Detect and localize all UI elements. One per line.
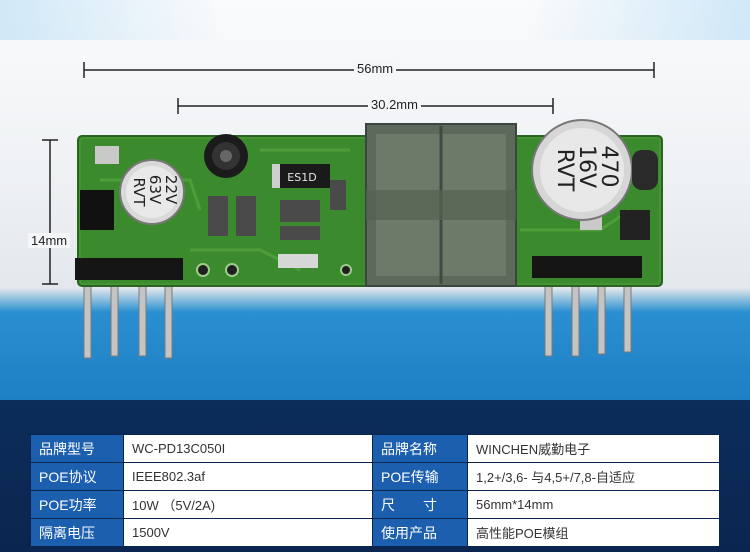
spec-value: WC-PD13C050I <box>123 434 373 463</box>
transformer-dimension-label: 30.2mm <box>368 97 421 112</box>
poe-module-illustration: 22V 63V RVT ES1D <box>42 62 663 359</box>
spec-value: IEEE802.3af <box>123 462 373 491</box>
table-row: 品牌型号 WC-PD13C050I 品牌名称 WINCHEN威勤电子 <box>30 434 720 463</box>
capacitor-right: 470 16V RVT <box>531 119 633 221</box>
spec-value: 10W （5V/2A) <box>123 490 373 519</box>
spec-table: 品牌型号 WC-PD13C050I 品牌名称 WINCHEN威勤电子 POE协议… <box>30 434 720 547</box>
capacitor-left: 22V 63V RVT <box>119 159 185 225</box>
spec-key: 尺 寸 <box>372 490 468 519</box>
spec-value: 1500V <box>123 518 373 547</box>
spec-value: WINCHEN威勤电子 <box>467 434 720 463</box>
cap-left-line2: 63V <box>146 175 164 205</box>
product-photo: 22V 63V RVT ES1D <box>0 0 750 400</box>
spec-section: 品牌型号 WC-PD13C050I 品牌名称 WINCHEN威勤电子 POE协议… <box>0 400 750 552</box>
table-row: 隔离电压 1500V 使用产品 高性能POE模组 <box>30 518 720 547</box>
spec-key: 隔离电压 <box>30 518 124 547</box>
inductor <box>204 134 248 178</box>
right-header-block <box>532 256 642 278</box>
diode: ES1D <box>272 164 330 188</box>
height-dimension-label: 14mm <box>28 233 71 248</box>
diode-marking: ES1D <box>287 171 316 184</box>
spec-key: POE功率 <box>30 490 124 519</box>
vias <box>196 263 352 277</box>
transformer <box>365 123 517 287</box>
spec-key: 品牌型号 <box>30 434 124 463</box>
cap-right-line1: 470 <box>596 146 621 188</box>
ic-chip <box>80 190 114 230</box>
spec-value: 56mm*14mm <box>467 490 720 519</box>
table-row: POE功率 10W （5V/2A) 尺 寸 56mm*14mm <box>30 490 720 519</box>
spec-key: 品牌名称 <box>372 434 468 463</box>
table-row: POE协议 IEEE802.3af POE传输 1,2+/3,6- 与4,5+/… <box>30 462 720 491</box>
cap-left-text: 22V 63V RVT <box>130 175 180 209</box>
spec-key: 使用产品 <box>372 518 468 547</box>
cap-right-line2: 16V <box>574 145 599 188</box>
cap-right-text: 470 16V RVT <box>552 145 621 195</box>
spec-key: POE传输 <box>372 462 468 491</box>
spec-value: 高性能POE模组 <box>467 518 720 547</box>
smd-parts <box>95 146 650 268</box>
spec-key: POE协议 <box>30 462 124 491</box>
cap-right-line3: RVT <box>552 149 577 192</box>
spec-value: 1,2+/3,6- 与4,5+/7,8-自适应 <box>467 462 720 491</box>
transistor <box>632 150 658 190</box>
cap-left-line1: 22V <box>162 175 180 205</box>
left-header-block <box>75 258 183 280</box>
cap-left-line3: RVT <box>130 177 148 207</box>
length-dimension-label: 56mm <box>354 61 397 76</box>
